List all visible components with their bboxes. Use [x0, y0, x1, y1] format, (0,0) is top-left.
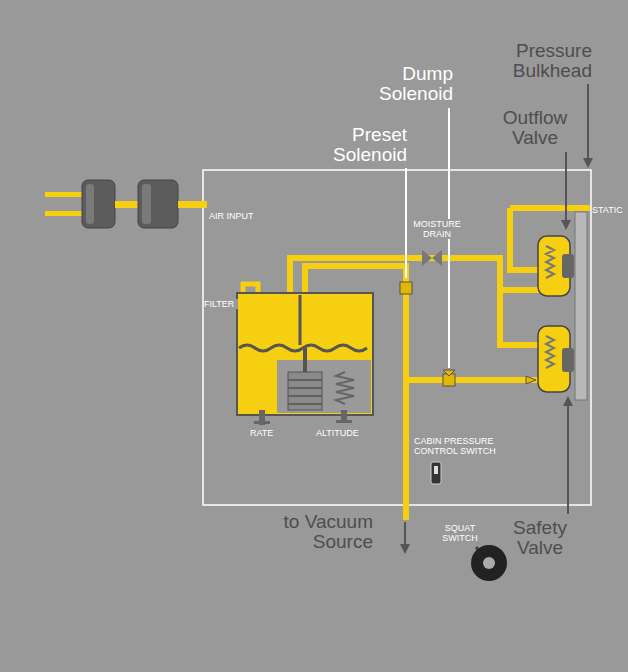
illustration-shape [471, 545, 507, 581]
safety-valve [538, 326, 574, 392]
illustration-shape [546, 336, 554, 368]
illustration-shape [138, 180, 178, 228]
illustration-shape [288, 387, 322, 389]
dump-solenoid [443, 370, 455, 386]
callout-label: Outflow Valve [490, 108, 580, 148]
illustration-shape [237, 293, 373, 415]
illustration-shape [299, 295, 302, 345]
callout-label: Preset Solenoid [313, 125, 407, 165]
outflow-valve [538, 236, 574, 296]
callout-label: to Vacuum Source [262, 512, 373, 552]
vacuum-pipe [403, 294, 409, 520]
leader-lines [400, 84, 593, 554]
illustration-shape [178, 201, 207, 208]
controller-panel [203, 170, 591, 505]
illustration-shape [254, 421, 270, 424]
port-label: STATIC [592, 205, 626, 215]
air-input-plug [45, 180, 207, 228]
illustration-shape [546, 246, 554, 278]
illustration-shape [336, 372, 354, 404]
illustration-shape [567, 404, 569, 514]
illustration-shape [561, 220, 571, 230]
check-valve [526, 376, 536, 384]
illustration-shape [45, 211, 85, 216]
illustration-shape [483, 557, 495, 569]
illustration-shape [434, 466, 438, 474]
callout-label: Dump Solenoid [358, 64, 453, 104]
illustration-shape [443, 370, 455, 376]
callout-label: Safety Valve [503, 518, 577, 558]
pressure-bulkhead [575, 212, 587, 400]
illustration-shape [288, 380, 322, 404]
part-label: SQUAT SWITCH [432, 523, 488, 543]
callout-label: Pressure Bulkhead [496, 41, 592, 81]
port-label: AIR INPUT [209, 211, 269, 221]
preset-solenoid [400, 282, 412, 294]
illustration-shape [115, 201, 138, 208]
knob-label: RATE [250, 428, 280, 438]
knob-label: ALTITUDE [316, 428, 361, 438]
illustration-shape [82, 180, 115, 228]
illustration-shape [587, 84, 589, 160]
illustration-shape [45, 192, 85, 197]
part-label: CABIN PRESSURE CONTROL SWITCH [414, 436, 509, 456]
illustration-shape [565, 152, 567, 222]
illustration-shape [288, 372, 322, 410]
illustration-shape [303, 348, 307, 372]
illustration-shape [431, 462, 441, 484]
illustration-shape [405, 168, 407, 278]
illustration-shape [336, 420, 352, 423]
illustration-shape [562, 348, 574, 372]
static-pipe [510, 205, 590, 211]
illustration-shape [404, 522, 406, 546]
dump-pipe [406, 377, 538, 383]
illustration-shape [562, 254, 574, 278]
illustration-shape [583, 158, 593, 168]
illustration-shape [288, 395, 322, 397]
illustration-shape [86, 184, 94, 224]
illustration-shape [563, 396, 573, 406]
moisture-drain [422, 250, 442, 266]
pipe [500, 287, 540, 293]
illustration-shape [142, 184, 151, 224]
illustration-shape [288, 379, 322, 381]
toggle-switch [431, 462, 441, 484]
illustration-shape [400, 544, 410, 554]
controller-unit [237, 293, 373, 425]
pneumatic-lines [243, 208, 590, 520]
illustration-shape [277, 360, 371, 413]
part-label: MOISTURE DRAIN [409, 219, 465, 239]
illustration-shape [422, 250, 432, 266]
squat-switch-wheel [471, 545, 507, 581]
part-label: FILTER [204, 299, 238, 309]
illustration-shape [288, 403, 322, 405]
pipe [510, 208, 540, 270]
illustration-shape [432, 250, 442, 266]
